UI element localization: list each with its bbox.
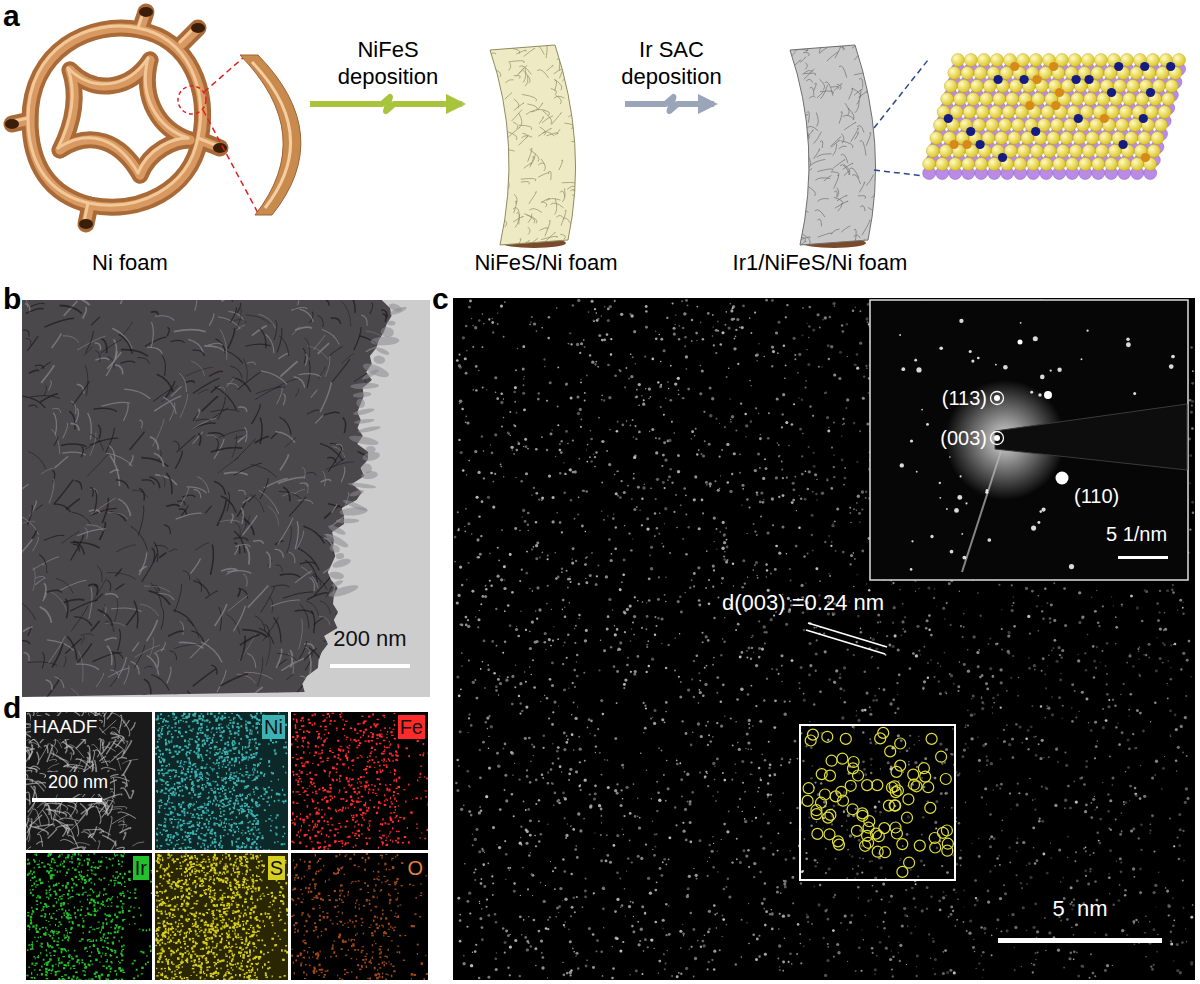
figure-page: {"diagram": { "nodes": [{"text": ["Ni fo… xyxy=(0,0,1200,984)
